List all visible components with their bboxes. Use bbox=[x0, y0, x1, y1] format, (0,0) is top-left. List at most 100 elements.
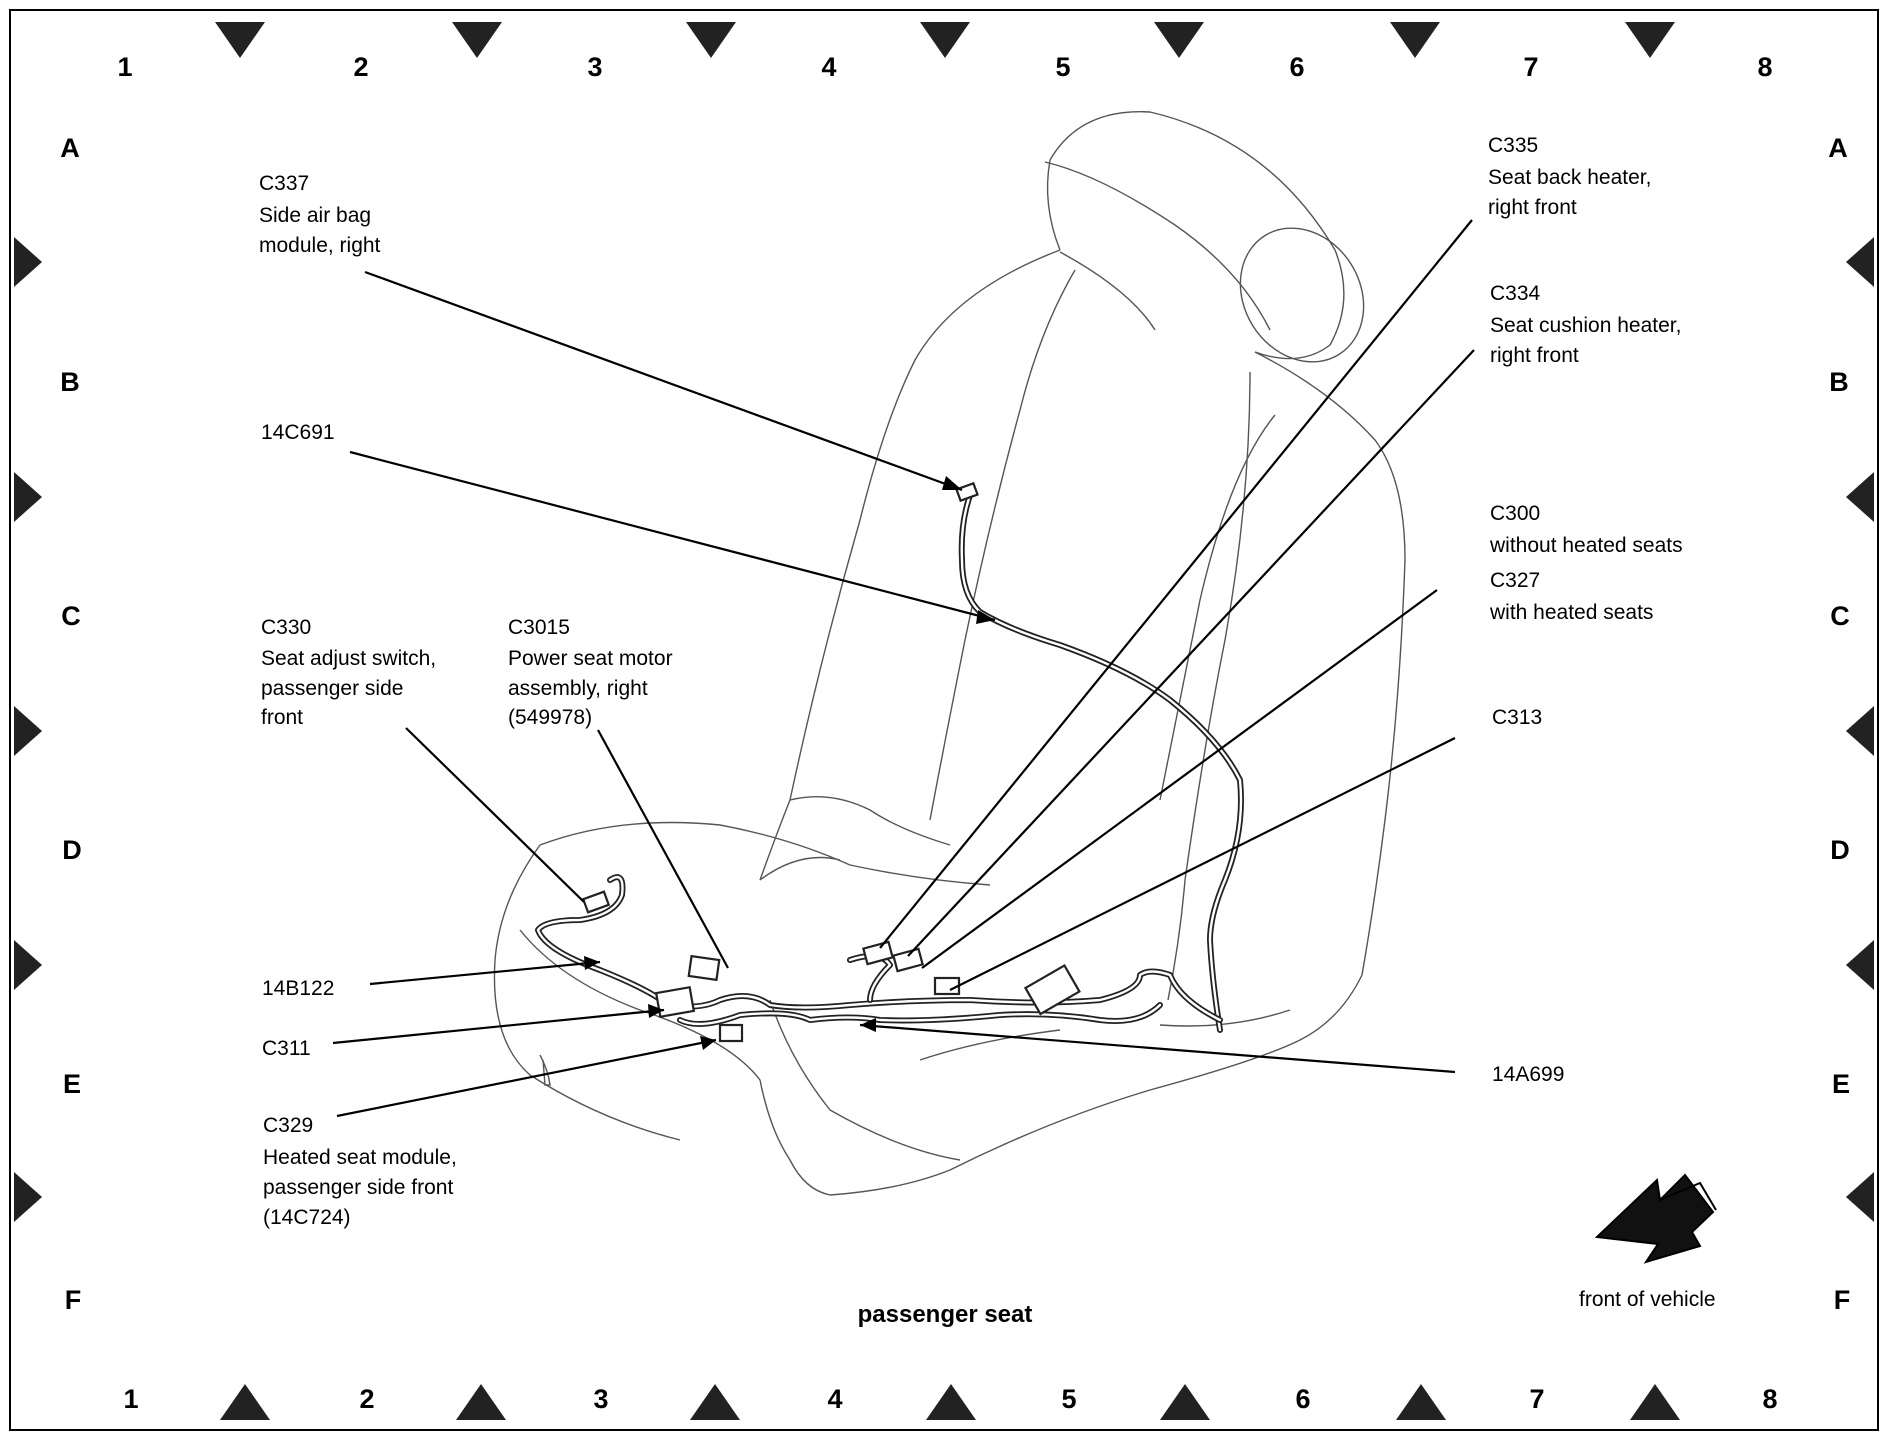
bottom-marker bbox=[1630, 1384, 1680, 1420]
grid-col-bottom: 1 bbox=[123, 1384, 138, 1414]
bottom-marker bbox=[1160, 1384, 1210, 1420]
grid-row-right: F bbox=[1834, 1285, 1851, 1315]
top-marker bbox=[215, 22, 265, 58]
left-marker bbox=[14, 940, 42, 990]
leader-c337 bbox=[364, 270, 963, 492]
right-marker bbox=[1846, 472, 1874, 522]
connector-c329 bbox=[718, 1023, 744, 1043]
top-marker bbox=[1390, 22, 1440, 58]
grid-col-bottom: 4 bbox=[827, 1384, 842, 1414]
grid-row-left: C bbox=[61, 601, 81, 631]
front-of-vehicle-label: front of vehicle bbox=[1579, 1288, 1716, 1311]
grid-row-right: B bbox=[1829, 367, 1849, 397]
arrowhead bbox=[942, 476, 962, 490]
right-marker bbox=[1846, 940, 1874, 990]
right-marker bbox=[1846, 237, 1874, 287]
grid-col-bottom: 3 bbox=[593, 1384, 608, 1414]
callout-c300-c327: C300 without heated seats C327 with heat… bbox=[1489, 502, 1688, 624]
callout-14c691: 14C691 bbox=[261, 421, 335, 444]
wiring-harness bbox=[535, 487, 1244, 1033]
grid-col-top: 8 bbox=[1757, 52, 1772, 82]
leader-lines bbox=[332, 219, 1475, 1118]
diagram-frame bbox=[9, 9, 1879, 1431]
grid-col-bottom: 5 bbox=[1061, 1384, 1076, 1414]
connector-c330 bbox=[581, 890, 611, 914]
grid-row-right: D bbox=[1830, 835, 1850, 865]
arrowhead bbox=[860, 1018, 876, 1032]
right-marker bbox=[1846, 706, 1874, 756]
grid-col-bottom: 7 bbox=[1529, 1384, 1544, 1414]
grid-row-right: E bbox=[1832, 1069, 1850, 1099]
leader-c330 bbox=[405, 727, 585, 903]
callout-14a699: 14A699 bbox=[1492, 1063, 1564, 1086]
leader-14b122 bbox=[369, 960, 601, 986]
bottom-marker bbox=[1396, 1384, 1446, 1420]
grid-col-bottom: 2 bbox=[359, 1384, 374, 1414]
top-marker bbox=[452, 22, 502, 58]
grid-col-top: 4 bbox=[821, 52, 836, 82]
grid-col-bottom: 8 bbox=[1762, 1384, 1777, 1414]
connector-c3015 bbox=[687, 954, 721, 982]
callout-c337: C337 Side air bag module, right bbox=[259, 172, 381, 257]
grid-row-right: C bbox=[1830, 601, 1850, 631]
connector-c337 bbox=[955, 481, 979, 503]
grid-col-top: 5 bbox=[1055, 52, 1070, 82]
left-marker bbox=[14, 237, 42, 287]
connector-c335 bbox=[862, 940, 894, 966]
leader-c3015 bbox=[597, 729, 729, 969]
callout-c335: C335 Seat back heater, right front bbox=[1488, 134, 1657, 219]
grid-col-top: 2 bbox=[353, 52, 368, 82]
grid-labels: 1 2 3 4 5 6 7 8 1 2 3 4 5 6 7 8 A B C D … bbox=[60, 52, 1850, 1414]
top-marker bbox=[1625, 22, 1675, 58]
leader-c311 bbox=[332, 1008, 665, 1045]
grid-row-left: A bbox=[60, 133, 80, 163]
connector-c311 bbox=[654, 985, 696, 1019]
grid-col-top: 1 bbox=[117, 52, 132, 82]
arrowhead bbox=[700, 1036, 716, 1050]
connector-c313 bbox=[933, 976, 961, 996]
connector-c334 bbox=[892, 947, 924, 973]
callout-c313: C313 bbox=[1492, 706, 1542, 729]
arrowhead bbox=[976, 610, 995, 624]
bottom-marker bbox=[690, 1384, 740, 1420]
left-marker bbox=[14, 1172, 42, 1222]
leader-c335 bbox=[879, 219, 1473, 949]
seat-illustration bbox=[493, 111, 1406, 1196]
callout-labels: C337 Side air bag module, right 14C691 C… bbox=[259, 134, 1688, 1229]
callout-c3015: C3015 Power seat motor assembly, right (… bbox=[508, 616, 678, 729]
callout-c330: C330 Seat adjust switch, passenger side … bbox=[261, 616, 442, 729]
leader-c329 bbox=[336, 1038, 717, 1118]
leader-c300 bbox=[921, 589, 1438, 969]
grid-row-right: A bbox=[1828, 133, 1848, 163]
callout-c311: C311 bbox=[262, 1037, 311, 1060]
leader-c334 bbox=[907, 349, 1475, 957]
top-marker bbox=[1154, 22, 1204, 58]
connector-module bbox=[1023, 964, 1081, 1016]
grid-row-left: E bbox=[63, 1069, 81, 1099]
callout-c329: C329 Heated seat module, passenger side … bbox=[263, 1114, 463, 1229]
diagram-caption: passenger seat bbox=[858, 1301, 1033, 1328]
connectors bbox=[581, 481, 1081, 1043]
grid-row-left: D bbox=[62, 835, 82, 865]
top-marker bbox=[686, 22, 736, 58]
callout-14b122: 14B122 bbox=[262, 977, 334, 1000]
leader-14a699 bbox=[859, 1023, 1456, 1074]
grid-col-top: 3 bbox=[587, 52, 602, 82]
bottom-marker bbox=[926, 1384, 976, 1420]
callout-c334: C334 Seat cushion heater, right front bbox=[1490, 282, 1687, 367]
right-marker bbox=[1846, 1172, 1874, 1222]
leader-c313 bbox=[949, 737, 1456, 991]
left-marker bbox=[14, 472, 42, 522]
arrowhead bbox=[648, 1004, 664, 1018]
grid-col-top: 7 bbox=[1523, 52, 1538, 82]
grid-row-left: F bbox=[65, 1285, 82, 1315]
bottom-marker bbox=[456, 1384, 506, 1420]
border-markers bbox=[14, 22, 1874, 1420]
grid-col-top: 6 bbox=[1289, 52, 1304, 82]
arrowhead bbox=[584, 956, 600, 970]
leader-14c691 bbox=[349, 450, 996, 622]
grid-row-left: B bbox=[60, 367, 80, 397]
left-marker bbox=[14, 706, 42, 756]
